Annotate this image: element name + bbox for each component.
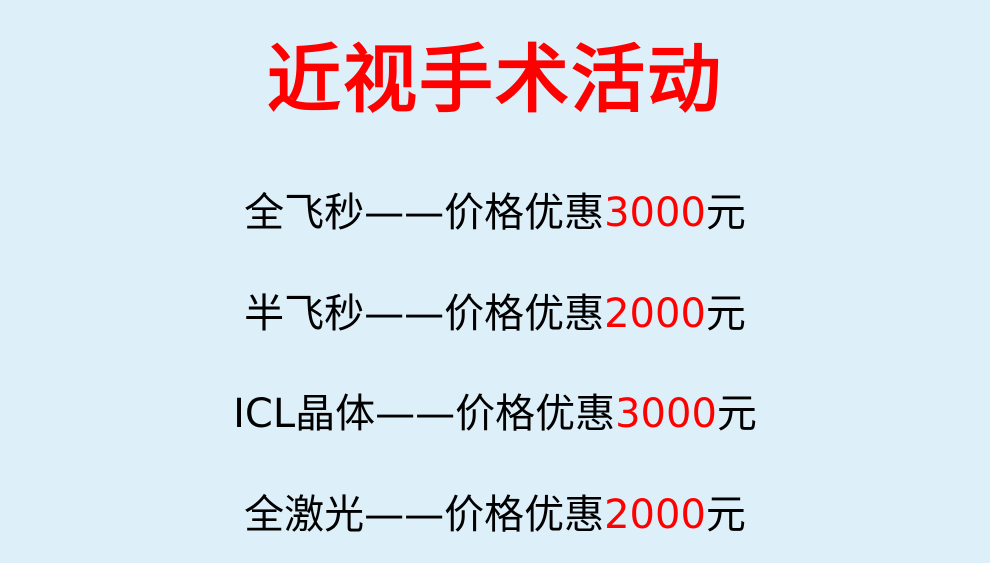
- discount-label: 价格优惠: [444, 190, 605, 236]
- discount-label: 价格优惠: [455, 391, 616, 437]
- promo-item-full-laser: 全激光——价格优惠2000元: [0, 490, 990, 540]
- separator: ——: [364, 492, 445, 538]
- discount-amount: 2000: [604, 291, 706, 337]
- separator: ——: [364, 291, 445, 337]
- procedure-name: ICL晶体: [233, 391, 376, 437]
- separator: ——: [375, 391, 456, 437]
- currency-unit: 元: [705, 190, 746, 236]
- discount-label: 价格优惠: [444, 492, 605, 538]
- discount-amount: 3000: [615, 391, 717, 437]
- separator: ——: [364, 190, 445, 236]
- currency-unit: 元: [705, 492, 746, 538]
- procedure-name: 全飞秒: [244, 190, 365, 236]
- currency-unit: 元: [705, 291, 746, 337]
- discount-amount: 2000: [604, 492, 706, 538]
- promo-item-half-femto: 半飞秒——价格优惠2000元: [0, 289, 990, 339]
- procedure-name: 半飞秒: [244, 291, 365, 337]
- page-title: 近视手术活动: [267, 37, 723, 123]
- discount-amount: 3000: [604, 190, 706, 236]
- procedure-name: 全激光: [244, 492, 365, 538]
- promo-item-full-femto: 全飞秒——价格优惠3000元: [0, 188, 990, 238]
- discount-label: 价格优惠: [444, 291, 605, 337]
- promo-item-icl-lens: ICL晶体——价格优惠3000元: [0, 389, 990, 439]
- currency-unit: 元: [716, 391, 757, 437]
